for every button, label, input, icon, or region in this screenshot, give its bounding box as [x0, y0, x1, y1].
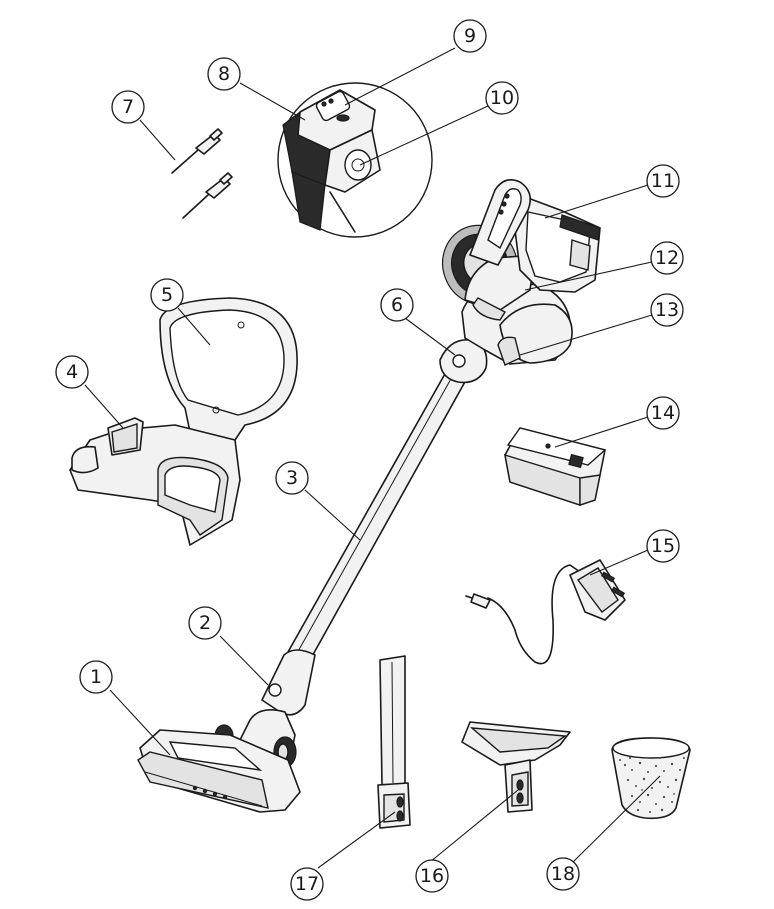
- filter-element: [611, 737, 691, 820]
- callout-2-label: 2: [199, 612, 211, 634]
- callout-1-label: 1: [90, 666, 102, 688]
- charger-adapter: [465, 559, 626, 665]
- callout-14-label: 14: [651, 402, 675, 424]
- callout-10-label: 10: [490, 87, 514, 109]
- callout-17: 17: [290, 867, 324, 901]
- battery-pack: [504, 427, 607, 506]
- callout-8-label: 8: [218, 63, 230, 85]
- callout-6: 6: [380, 288, 414, 322]
- callout-3-label: 3: [286, 467, 298, 489]
- vacuum-main-body: [442, 179, 601, 366]
- callout-13: 13: [650, 293, 684, 327]
- extension-tube: [287, 371, 467, 661]
- callout-12: 12: [650, 241, 684, 275]
- leader-lines: [84, 47, 661, 869]
- callout-11: 11: [646, 164, 680, 198]
- callout-10: 10: [485, 81, 519, 115]
- callout-4-label: 4: [66, 361, 78, 383]
- callout-15: 15: [646, 529, 680, 563]
- callout-1: 1: [79, 660, 113, 694]
- callout-13-label: 13: [655, 299, 679, 321]
- floor-brush-assembly: [137, 649, 316, 813]
- tube-coupling: [439, 339, 488, 384]
- callout-5: 5: [150, 278, 184, 312]
- crevice-tool: [377, 655, 411, 829]
- callout-9: 9: [453, 19, 487, 53]
- callout-2: 2: [188, 606, 222, 640]
- wall-mount-bracket: [69, 297, 298, 546]
- callout-15-label: 15: [651, 535, 675, 557]
- callout-18: 18: [546, 857, 580, 891]
- control-panel-detail: [277, 82, 433, 238]
- callout-14: 14: [646, 396, 680, 430]
- callout-9-label: 9: [464, 25, 476, 47]
- wall-screws-and-anchors: [171, 128, 233, 219]
- upholstery-tool: [461, 721, 571, 813]
- callout-7: 7: [111, 90, 145, 124]
- callout-18-label: 18: [551, 863, 575, 885]
- callout-7-label: 7: [122, 96, 134, 118]
- callout-11-label: 11: [651, 170, 675, 192]
- callout-4: 4: [55, 355, 89, 389]
- callout-8: 8: [207, 57, 241, 91]
- callout-6-label: 6: [391, 294, 403, 316]
- callout-16-label: 16: [420, 865, 444, 887]
- callout-3: 3: [275, 461, 309, 495]
- callout-12-label: 12: [655, 247, 679, 269]
- callout-17-label: 17: [295, 873, 319, 895]
- callout-16: 16: [415, 859, 449, 893]
- callout-5-label: 5: [161, 284, 173, 306]
